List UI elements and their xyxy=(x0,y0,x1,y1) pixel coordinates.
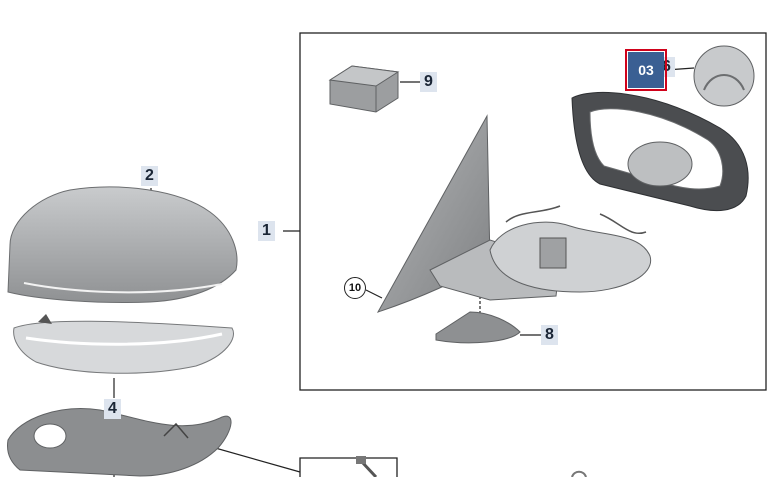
label-part-4[interactable]: 4 xyxy=(104,399,121,419)
turn-signal-lens xyxy=(25,332,223,346)
partial-part-edge xyxy=(571,470,587,477)
trim-frame-clip xyxy=(163,422,189,439)
box-part-top xyxy=(328,65,400,87)
label-part-2[interactable]: 2 xyxy=(141,166,158,186)
hotspot-03[interactable]: 03 xyxy=(625,49,667,91)
label-part-1[interactable]: 1 xyxy=(258,221,275,241)
turn-signal-connector xyxy=(38,314,52,324)
label-part-9[interactable]: 9 xyxy=(420,72,437,92)
gasket-part xyxy=(435,311,521,344)
turn-signal-part xyxy=(13,320,234,374)
motor-assembly-part xyxy=(489,221,652,293)
motor-block xyxy=(539,237,567,269)
mirror-cap-highlight xyxy=(23,282,223,294)
wiring-harness xyxy=(505,205,647,235)
actuator-detail xyxy=(703,74,745,91)
partial-frame xyxy=(299,457,398,477)
trim-frame-part xyxy=(7,408,232,477)
mirror-housing-mount xyxy=(627,141,693,187)
leader-10 xyxy=(365,289,383,299)
bolt-head xyxy=(356,456,366,464)
label-part-8[interactable]: 8 xyxy=(541,325,558,345)
bolt-part xyxy=(360,460,378,477)
trim-frame-hole xyxy=(33,423,67,449)
mirror-cap-part xyxy=(7,186,238,304)
label-part-10[interactable]: 10 xyxy=(344,277,366,299)
assembly-frame xyxy=(299,32,767,391)
